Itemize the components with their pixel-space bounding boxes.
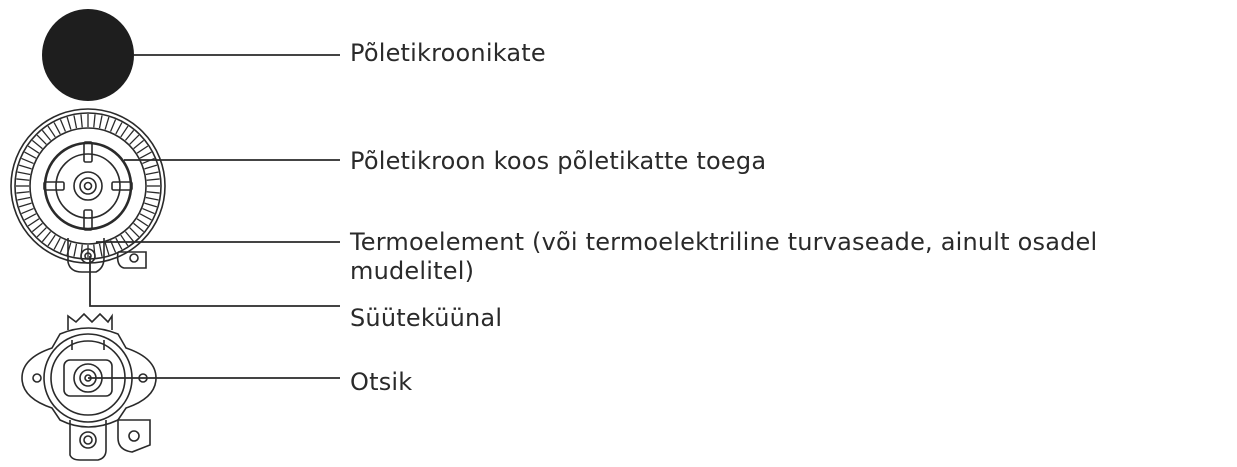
label-burner-crown: Põletikroon koos põletikatte toega <box>350 147 767 175</box>
crown-tooth <box>66 116 72 130</box>
crown-teeth <box>16 114 160 258</box>
crown-tooth <box>16 191 30 194</box>
crown-tooth <box>16 178 30 181</box>
crown-tooth <box>120 125 129 138</box>
crown-tooth <box>27 145 40 154</box>
crown-tooth <box>129 227 140 238</box>
crown-tooth <box>59 119 67 132</box>
crown-tooth <box>18 164 32 170</box>
crown-tooth <box>115 122 123 135</box>
crown-tooth <box>144 202 158 208</box>
crown-tooth <box>17 171 31 176</box>
crown-tooth <box>36 227 47 238</box>
crown-tooth <box>24 213 37 221</box>
crown-tooth <box>31 222 43 233</box>
crown-tooth <box>80 114 83 128</box>
crown-tooth <box>18 202 32 208</box>
crown-tooth <box>73 115 78 129</box>
crown-tooth <box>104 242 110 256</box>
crown-tooth <box>27 218 40 227</box>
crown-tooth <box>145 171 159 176</box>
crown-tooth <box>21 157 34 165</box>
crown-tooth <box>47 234 56 247</box>
crown-tooth <box>98 115 103 129</box>
crown-tooth <box>144 164 158 170</box>
crown-tooth <box>109 119 117 132</box>
crown-tooth <box>136 145 149 154</box>
crown-tooth <box>129 134 140 145</box>
crown-tooth <box>47 125 56 138</box>
crown-tooth <box>93 114 96 128</box>
crown-tooth <box>133 222 145 233</box>
burner-body-drawing <box>21 312 157 461</box>
crown-tooth <box>124 129 135 141</box>
crown-tooth <box>124 231 135 243</box>
crown-tooth <box>139 151 152 159</box>
label-spark-plug: Süüteküünal <box>350 304 503 332</box>
crown-tooth <box>36 134 47 145</box>
crown-tooth <box>41 231 52 243</box>
crown-tooth <box>21 207 34 215</box>
crown-tooth <box>41 129 52 141</box>
label-thermocouple-line1: Termoelement (või termoelektriline turva… <box>350 228 1098 256</box>
crown-tooth <box>31 139 43 150</box>
burner-crown-drawing <box>10 108 166 273</box>
crown-tooth <box>59 240 67 253</box>
label-burner-cap: Põletikroonikate <box>350 39 546 67</box>
leader-lines <box>88 54 340 379</box>
label-nozzle: Otsik <box>350 368 413 396</box>
crown-tooth <box>115 237 123 250</box>
crown-tooth <box>142 207 155 215</box>
crown-tooth <box>17 196 31 201</box>
crown-tooth <box>73 243 78 257</box>
crown-tooth <box>53 122 61 135</box>
crown-tooth <box>139 213 152 221</box>
burner-cap-disc <box>42 9 134 101</box>
crown-tooth <box>98 243 103 257</box>
crown-tooth <box>136 218 149 227</box>
crown-tooth <box>53 237 61 250</box>
crown-tooth <box>146 191 160 194</box>
label-thermocouple-line2: mudelitel) <box>350 257 475 285</box>
label-thermocouple: Termoelement (või termoelektriline turva… <box>350 228 1097 286</box>
crown-tooth <box>104 116 110 130</box>
crown-tooth <box>120 234 129 247</box>
crown-tooth <box>24 151 37 159</box>
crown-tooth <box>146 178 160 181</box>
crown-tooth <box>145 196 159 201</box>
leader-spark <box>89 256 340 307</box>
crown-tooth <box>133 139 145 150</box>
